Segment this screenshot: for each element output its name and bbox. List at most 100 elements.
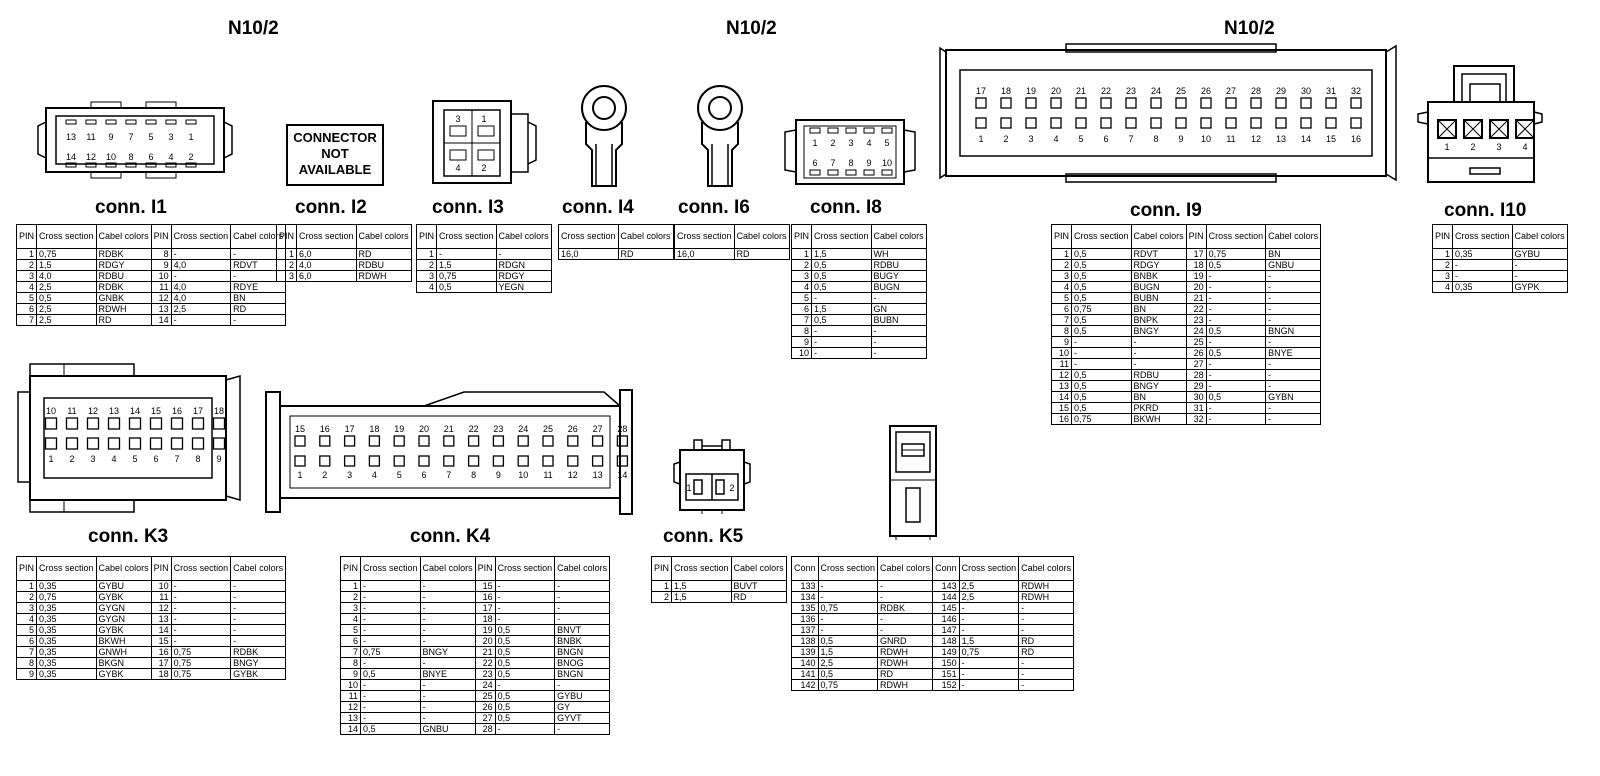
table-cell: 0,5	[1071, 402, 1132, 414]
table-header: Cabel colors	[95, 224, 152, 249]
table-header: Cross section	[36, 556, 97, 581]
table-cell: 4,0	[170, 281, 232, 293]
pin-number-label: 2	[69, 454, 74, 464]
table-cell: 0,35	[1452, 281, 1513, 293]
pin-number-label: 15	[295, 424, 305, 434]
pin-number-label: 1	[297, 470, 302, 480]
table-cell: -	[1205, 369, 1267, 381]
table-cell: RD	[1018, 646, 1075, 658]
table-cell: -	[360, 712, 421, 724]
table-cell: 13	[150, 613, 172, 625]
pin-number-label: 25	[1176, 86, 1186, 96]
pin-number-label: 12	[88, 406, 98, 416]
pin-socket	[1225, 117, 1237, 129]
table-cell: -	[877, 624, 934, 636]
table-cell: 26	[474, 701, 496, 713]
i1-pin-label: 6	[148, 152, 153, 162]
table-cell: 22	[1185, 303, 1207, 315]
table-cell: -	[494, 613, 556, 625]
table-cell: -	[1511, 259, 1568, 271]
table-cell: BNGY	[419, 646, 476, 658]
table-cell: BN	[1130, 391, 1187, 403]
table-cell: 3	[15, 602, 38, 614]
i10-pin-label: 4	[1522, 142, 1527, 152]
table-cell: 0,75	[360, 646, 421, 658]
table-cell: BNGN	[1265, 325, 1322, 337]
table-cell: 0,5	[494, 657, 556, 669]
table-cell: 149	[932, 646, 960, 658]
pin-number-label: 19	[394, 424, 404, 434]
table-cell: -	[958, 679, 1020, 691]
table-cell: RDWH	[1018, 591, 1075, 603]
i1-bottom-pins: 14 12 10 8 6 4 2	[65, 152, 197, 168]
i1-pin-label: 4	[168, 152, 173, 162]
table-cell: 0,35	[36, 646, 97, 658]
pin-number-label: 3	[1028, 134, 1033, 144]
table-cell: 15	[474, 580, 496, 592]
table-cell: 1,5	[36, 259, 97, 271]
table-cell: -	[360, 701, 421, 713]
table-cell: RDWH	[877, 646, 934, 658]
pin-number-label: 7	[1128, 134, 1133, 144]
table-cell: 0,35	[36, 580, 97, 592]
pin-number-label: 13	[593, 470, 603, 480]
table-cell: 16	[474, 591, 496, 603]
table-cell: 0,5	[36, 292, 97, 304]
pin-number-label: 17	[345, 424, 355, 434]
table-cell: -	[877, 591, 934, 603]
pin-socket	[1150, 97, 1162, 109]
i8-pin-label: 8	[848, 158, 853, 168]
pin-socket	[319, 455, 331, 467]
pin-socket	[975, 97, 987, 109]
table-cell: BNGN	[554, 646, 611, 658]
table-cell: -	[170, 613, 232, 625]
table-cell: 2,5	[958, 591, 1020, 603]
table-cell: 15	[1050, 402, 1073, 414]
pin-number-label: 29	[1276, 86, 1286, 96]
table-cell: RDVT	[1130, 248, 1187, 260]
table-cell: -	[1130, 336, 1187, 348]
table-cell: 138	[791, 635, 819, 647]
table-cell: -	[870, 347, 927, 359]
table-cell: -	[419, 701, 476, 713]
table-cell: GYVT	[554, 712, 611, 724]
table-cell: RD	[733, 248, 790, 260]
pin-socket	[1300, 117, 1312, 129]
pin-socket	[368, 455, 381, 467]
conn-i10-title: conn. I10	[1444, 200, 1527, 221]
table-cell: -	[817, 591, 879, 603]
table-cell: -	[360, 657, 421, 669]
table-cell: -	[1018, 668, 1075, 680]
table-row: 137--147--	[791, 624, 1075, 636]
pin-number-label: 4	[111, 454, 116, 464]
table-cell: RD	[230, 303, 287, 315]
pin-socket	[1275, 117, 1287, 129]
conn-i8-title: conn. I8	[810, 197, 882, 218]
pin-number-label: 3	[90, 454, 95, 464]
table-cell: -	[230, 602, 287, 614]
pin-number-label: 18	[369, 424, 379, 434]
table-cell: 143	[932, 580, 960, 592]
table-cell: 1,5	[811, 303, 872, 315]
table-cell: 0,5	[1071, 369, 1132, 381]
table-cell: GYBK	[230, 668, 287, 680]
pin-socket	[418, 455, 430, 467]
table-cell: 6,0	[296, 270, 357, 282]
table-row: 2--	[1431, 259, 1568, 271]
table-cell: 1	[650, 580, 673, 592]
table-cell: 13	[339, 712, 362, 724]
table-cell: 9	[790, 336, 813, 348]
table-cell: RDGN	[495, 259, 552, 271]
pin-number-label: 16	[1351, 134, 1361, 144]
table-cell: -	[1205, 380, 1267, 392]
table-cell: 0,5	[494, 712, 556, 724]
table-cell: 16,0	[674, 248, 735, 260]
